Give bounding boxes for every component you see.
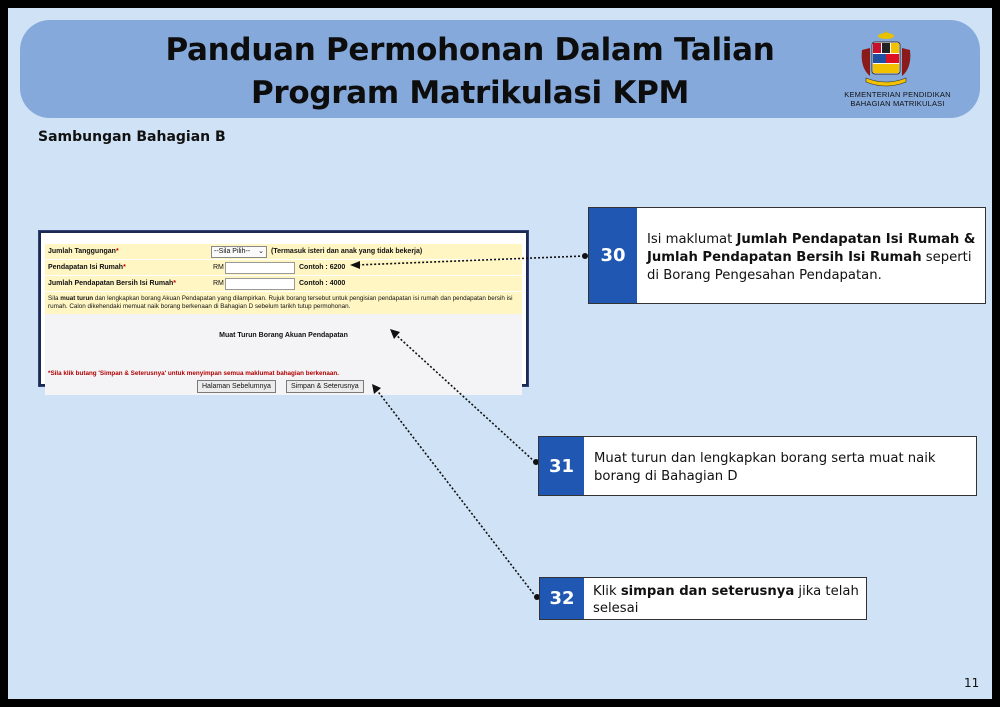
net-income-example: Contoh : 4000 [299, 280, 346, 287]
dependents-label: Jumlah Tanggungan* [48, 248, 119, 255]
callout-30: 30 Isi maklumat Jumlah Pendapatan Isi Ru… [588, 207, 986, 304]
dependents-select[interactable]: --Sila Pilih--⌄ [211, 246, 267, 258]
form-screenshot: Jumlah Tanggungan* --Sila Pilih--⌄ (Term… [39, 231, 528, 395]
page-number: 11 [964, 676, 980, 690]
button-row: Halaman Sebelumnya Simpan & Seterusnya [45, 379, 522, 395]
callout-text: Isi maklumat Jumlah Pendapatan Isi Rumah… [647, 232, 976, 283]
section-label: Sambungan Bahagian B [38, 129, 226, 145]
agency-line1: KEMENTERIAN PENDIDIKAN [844, 90, 951, 99]
income-currency: RM [213, 264, 224, 271]
net-income-row: Jumlah Pendapatan Bersih Isi Rumah* RM C… [45, 276, 522, 292]
dependents-row: Jumlah Tanggungan* --Sila Pilih--⌄ (Term… [45, 244, 522, 260]
callout-number: 32 [540, 578, 584, 619]
callout-32: 32 Klik simpan dan seterusnya jika telah… [539, 577, 867, 620]
chevron-down-icon: ⌄ [258, 248, 264, 255]
page-title-line1: Panduan Permohonan Dalam Talian [165, 32, 775, 68]
agency-name: KEMENTERIAN PENDIDIKAN BAHAGIAN MATRIKUL… [810, 90, 985, 108]
instruction-text: Sila muat turun dan lengkapkan borang Ak… [45, 292, 522, 314]
slide: Panduan Permohonan Dalam Talian Program … [8, 8, 992, 699]
net-income-currency: RM [213, 280, 224, 287]
agency-line2: BAHAGIAN MATRIKULASI [850, 99, 945, 108]
income-input[interactable] [225, 262, 295, 274]
income-label: Pendapatan Isi Rumah* [48, 264, 126, 271]
save-warning: *Sila klik butang 'Simpan & Seterusnya' … [45, 362, 522, 379]
page-title-line2: Program Matrikulasi KPM [250, 75, 690, 111]
previous-page-button[interactable]: Halaman Sebelumnya [197, 380, 276, 393]
income-row: Pendapatan Isi Rumah* RM Contoh : 6200 [45, 260, 522, 276]
header-banner: Panduan Permohonan Dalam Talian Program … [20, 20, 980, 118]
callout-text: Klik simpan dan seterusnya jika telah se… [593, 584, 859, 616]
net-income-input[interactable] [225, 278, 295, 290]
download-area: Muat Turun Borang Akuan Pendapatan [45, 314, 522, 362]
callout-text: Muat turun dan lengkapkan borang serta m… [594, 451, 936, 484]
callout-number: 30 [589, 208, 637, 303]
dependents-note: (Termasuk isteri dan anak yang tidak bek… [271, 248, 423, 255]
net-income-label: Jumlah Pendapatan Bersih Isi Rumah* [48, 280, 176, 287]
coat-of-arms-icon [861, 31, 911, 87]
income-example: Contoh : 6200 [299, 264, 346, 271]
save-next-button[interactable]: Simpan & Seterusnya [286, 380, 364, 393]
callout-number: 31 [539, 437, 584, 495]
callout-31: 31 Muat turun dan lengkapkan borang sert… [538, 436, 977, 496]
download-form-link[interactable]: Muat Turun Borang Akuan Pendapatan [219, 332, 348, 339]
